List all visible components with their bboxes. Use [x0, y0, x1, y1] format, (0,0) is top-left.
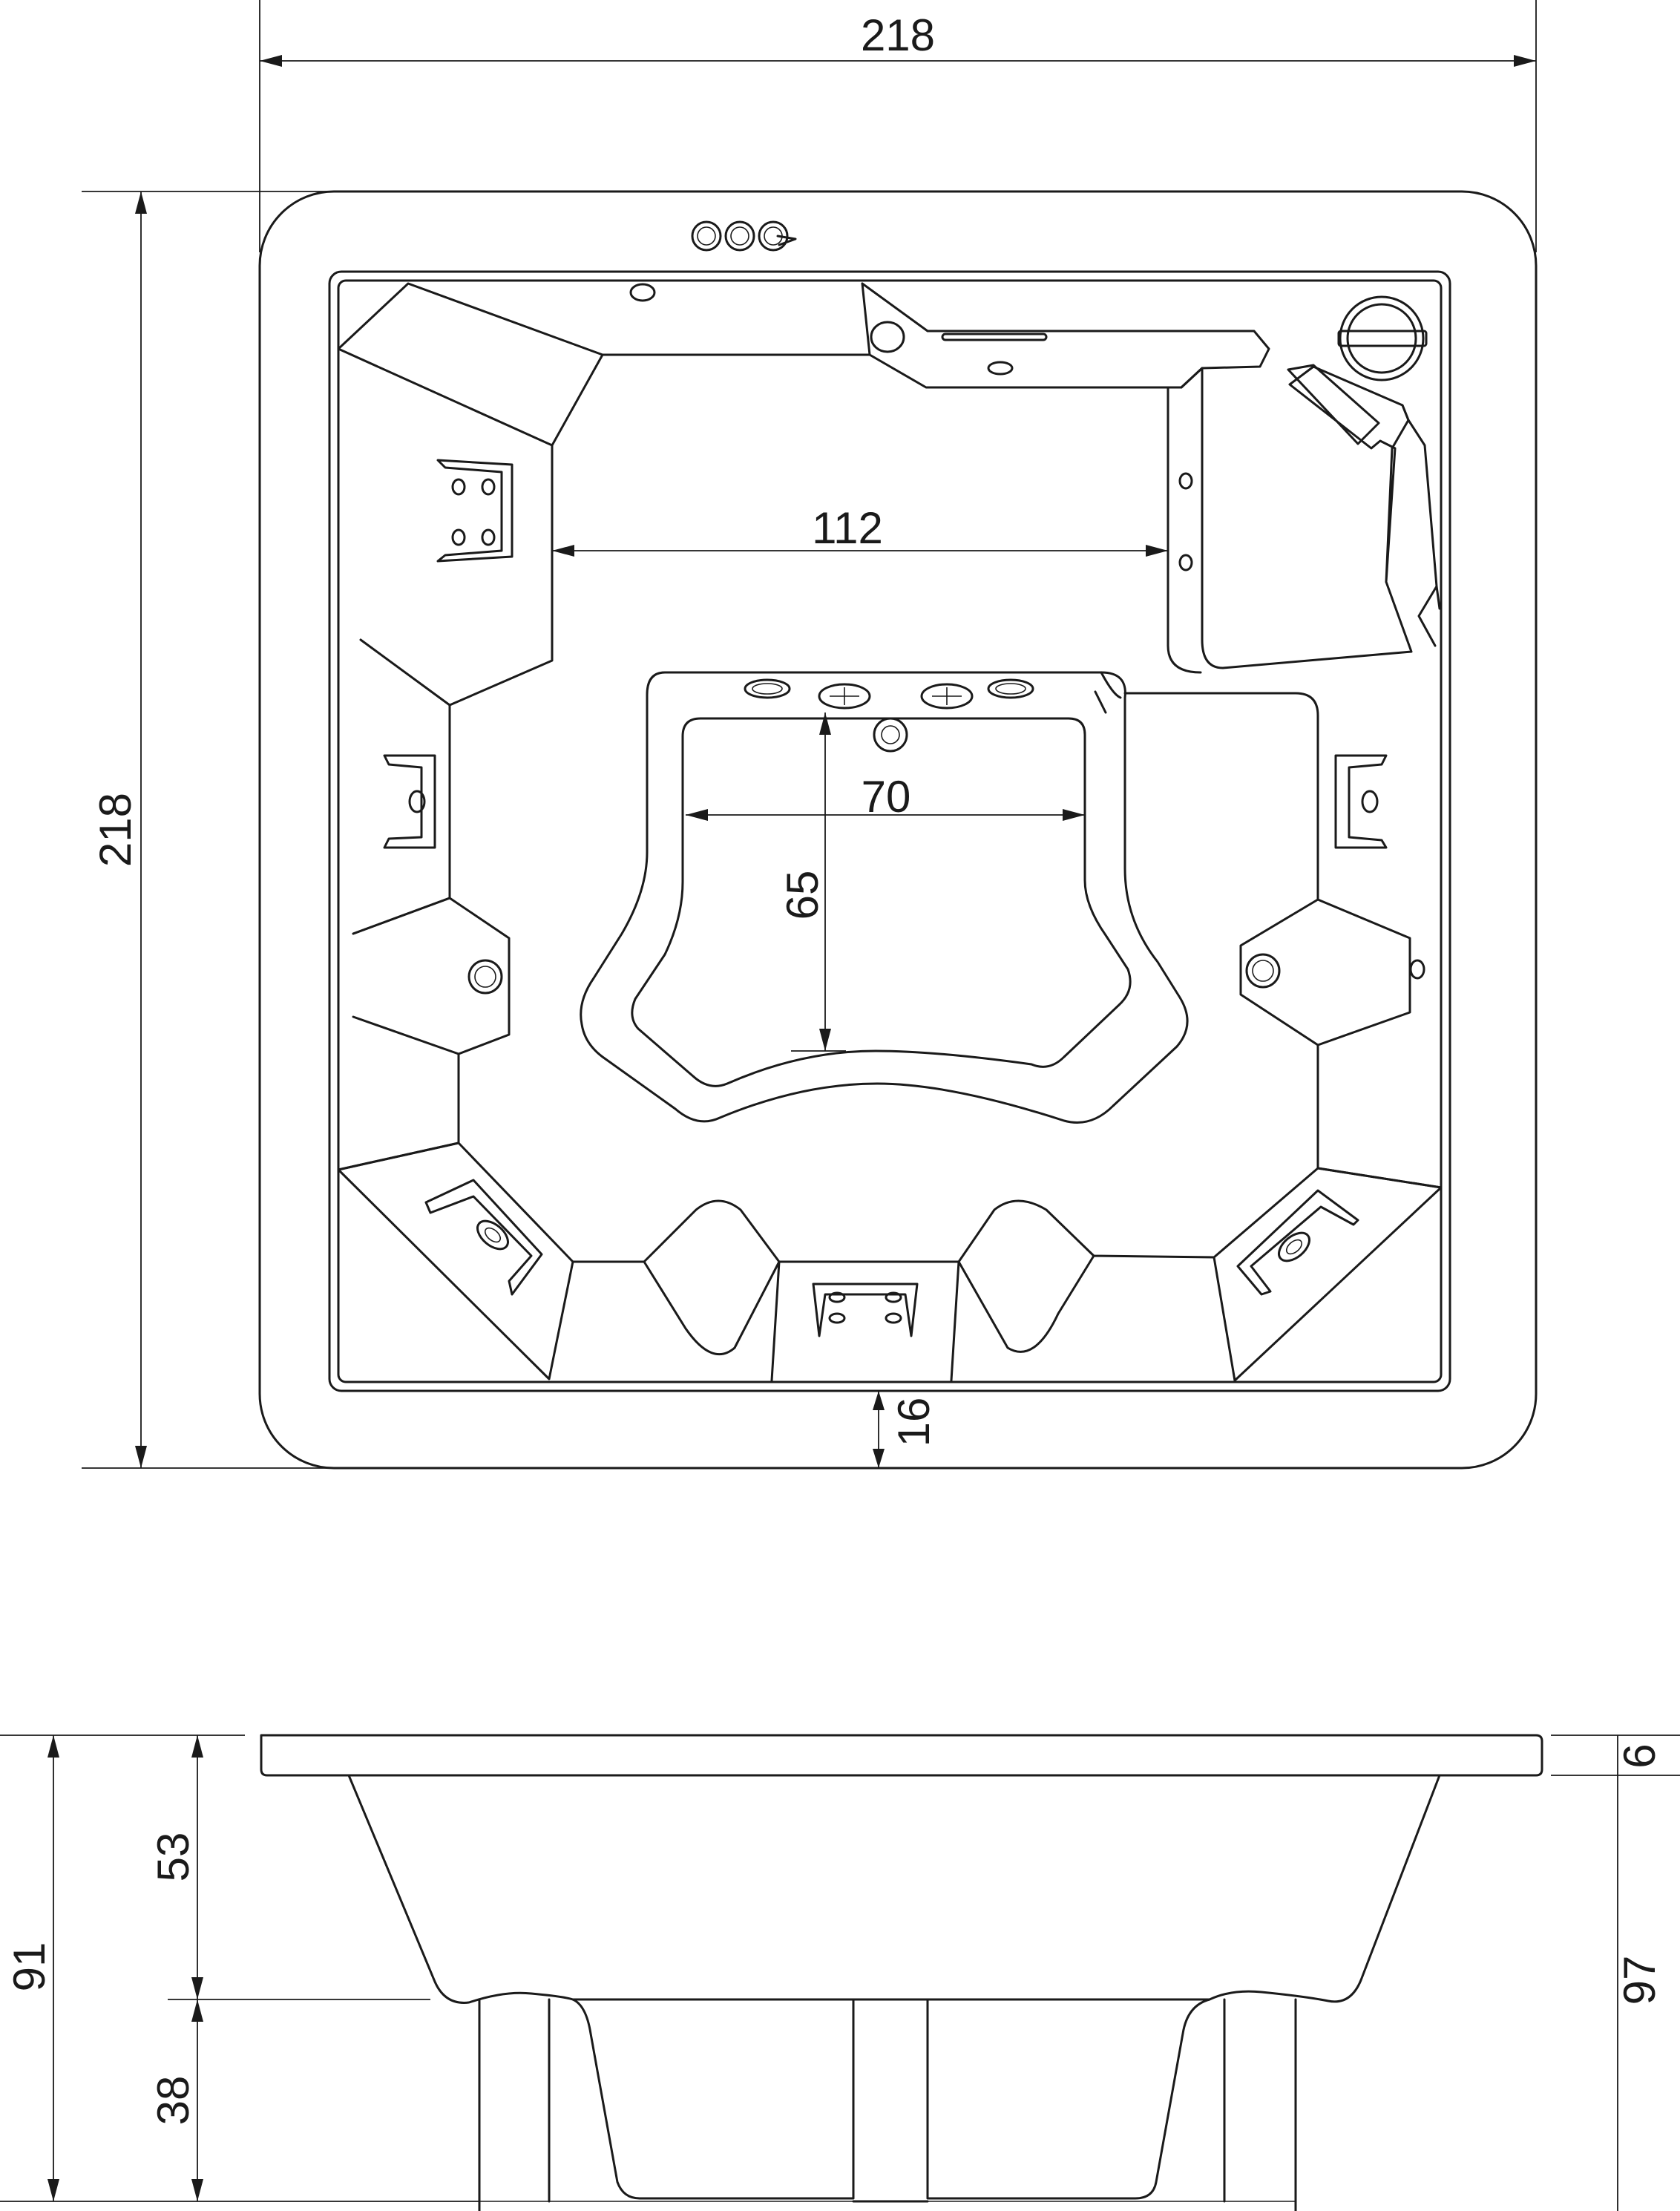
spa-outer-shell	[258, 190, 1538, 1470]
dimension-rim-margin	[873, 1391, 885, 1468]
jet-panel-left-middle	[383, 754, 436, 849]
dimension-rim-thickness	[1551, 1735, 1680, 2211]
dimension-footwell-width	[686, 809, 1085, 821]
jet-icon	[744, 678, 1034, 710]
spa-lip	[260, 1734, 1543, 1777]
control-knob-icon	[870, 321, 905, 353]
dimension-footwell-depth	[791, 713, 846, 1052]
dimension-label-rim-margin: 16	[889, 1398, 939, 1447]
dimension-depth-lower	[191, 1999, 203, 2201]
dimension-label-inner-width: 112	[812, 503, 883, 553]
dimension-label-overall-depth: 97	[1615, 1956, 1664, 2005]
jet-icon	[1178, 472, 1193, 571]
footwell-outer	[580, 671, 1189, 1124]
jet-icon	[828, 1291, 902, 1324]
headrest-right	[1239, 898, 1319, 1046]
dimension-label-depth-lower: 38	[148, 2076, 198, 2126]
spa-inner-rim-outer	[328, 270, 1451, 1392]
lounge-chute-detail	[1287, 364, 1380, 445]
air-nozzle-icon	[629, 283, 656, 302]
jet-icon	[408, 790, 426, 813]
jet-icon	[451, 478, 496, 546]
bottom-bench	[571, 1199, 1236, 1382]
waterfall-icon	[941, 333, 1048, 341]
left-bench	[337, 897, 511, 1171]
jet-icon	[476, 1219, 509, 1251]
jet-panel-bottom-right	[1236, 1189, 1359, 1296]
dimension-depth-upper	[168, 1735, 430, 2000]
lounge-chute	[1401, 404, 1441, 647]
footwell-inner	[631, 717, 1132, 1087]
control-knob-icon	[1409, 959, 1425, 980]
dimension-label-rim-thickness: 6	[1615, 1743, 1664, 1768]
control-knob-icon	[691, 220, 797, 252]
jet-panel-bottom-left	[424, 1179, 543, 1296]
dimension-label-footwell-depth: 65	[778, 871, 827, 920]
dimension-label-footwell-width: 70	[862, 772, 911, 822]
dimension-label-top-width: 218	[861, 10, 935, 60]
dimension-inner-width	[552, 545, 1168, 557]
dimension-depth-total	[0, 1735, 479, 2202]
dimension-top-width	[259, 0, 1537, 252]
filter-skimmer-icon	[1337, 295, 1428, 381]
jet-icon	[1361, 790, 1379, 813]
jet-icon	[1245, 953, 1281, 989]
plan-view: 218 218 112 70	[82, 0, 1538, 1470]
spa-inner-rim-inner	[337, 279, 1443, 1383]
jet-icon	[987, 361, 1014, 376]
footwell-step	[1094, 671, 1122, 714]
side-view: 91 53 38 6 97	[0, 1734, 1680, 2211]
dimension-label-depth-upper: 53	[148, 1832, 198, 1882]
lounge-seat-top-left	[337, 282, 604, 935]
jet-panel-left-upper	[436, 459, 513, 563]
spa-shell-body	[347, 1774, 1441, 2004]
lounge-seat-top-right	[1167, 365, 1413, 674]
light-icon	[873, 717, 908, 753]
jet-icon	[1278, 1231, 1310, 1262]
jet-panel-bottom-center	[812, 1283, 919, 1337]
lounge-seat-bottom-left	[337, 1141, 574, 1380]
right-bench	[1123, 692, 1443, 1189]
dimension-label-depth-total: 91	[4, 1942, 54, 1992]
jet-panel-right-upper	[1334, 754, 1388, 849]
lounge-seat-bottom-right	[1213, 1167, 1443, 1382]
dimension-label-top-height: 218	[91, 793, 140, 867]
spa-footwell-side	[478, 1998, 1297, 2211]
top-bench	[601, 282, 1270, 389]
dimension-top-height	[82, 191, 327, 1469]
jet-icon	[467, 959, 503, 995]
